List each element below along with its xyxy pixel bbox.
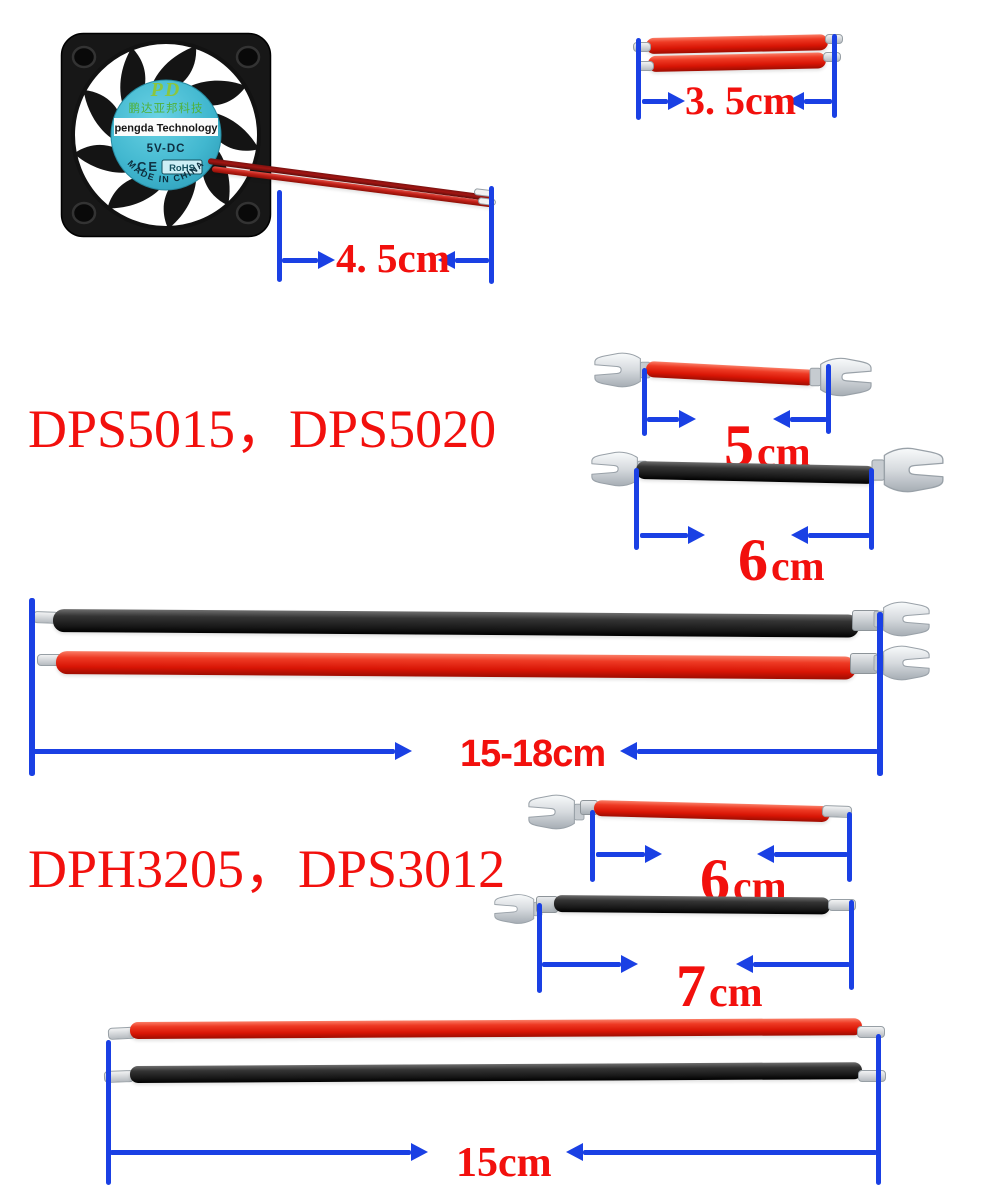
fan-photo: PD 鹏达亚邦科技 pengda Technology 5V-DC CE RoH… (60, 32, 272, 238)
dps-long-black-wire (52, 609, 860, 638)
fan-rohs-text: RoHS (169, 163, 195, 174)
fan-voltage-text: 5V-DC (147, 143, 186, 155)
fork-terminal-icon (528, 794, 585, 830)
dps-black-wire (635, 461, 877, 485)
dps-red-wire (645, 361, 817, 386)
dps-section-title: DPS5015，DPS5020 (28, 399, 497, 459)
jumper-wire-red (647, 52, 827, 72)
fork-terminal-icon (494, 894, 543, 924)
fan-wire-length-label: 4. 5cm (336, 235, 450, 281)
dph-long-black-wire (129, 1062, 863, 1083)
dph-section-title: DPH3205，DPS3012 (28, 839, 506, 899)
fan-rohs-badge (161, 159, 203, 175)
fan-logo-script-text: PD (150, 79, 182, 101)
jumper-length-label: 3. 5cm (685, 78, 797, 123)
dps-long-pair-label: 15-18cm (460, 733, 606, 775)
dph-long-pair-label: 15cm (456, 1140, 552, 1186)
dph-long-red-wire (129, 1018, 863, 1039)
fan-mounting-holes (71, 45, 261, 225)
fan-brand-band (114, 118, 218, 136)
fork-terminal-icon (809, 357, 872, 397)
dph-black-length-label: 7cm (676, 953, 763, 1019)
bottom-black-wire-tinned-end (858, 1070, 886, 1082)
fork-terminal-icon (871, 447, 944, 493)
jumper-tinned-end (633, 42, 651, 52)
dph-black-wire (553, 895, 831, 915)
fan-brand-text: pengda Technology (114, 123, 218, 135)
fan-ce-mark: CE (137, 159, 159, 174)
dps-long-red-wire (55, 651, 857, 680)
jumper-wire-red (645, 34, 829, 54)
dps-black-length-label: 6cm (738, 527, 825, 593)
dph-red-wire (593, 800, 831, 823)
fan-logo-chinese-text: 鹏达亚邦科技 (129, 101, 204, 115)
